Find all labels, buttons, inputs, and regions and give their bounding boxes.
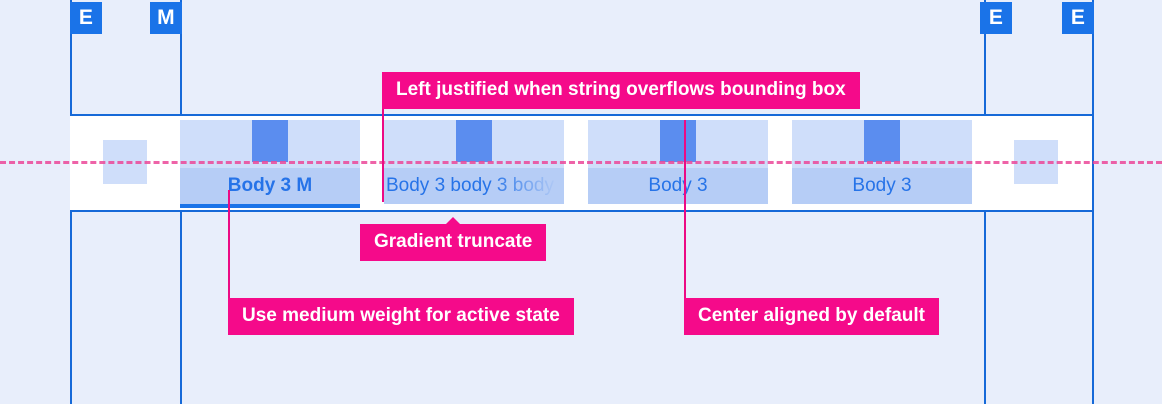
tab-active-indicator	[180, 204, 360, 208]
marker-margin-right: E	[980, 2, 1012, 34]
tab-label-3: Body 3	[648, 175, 708, 196]
vertical-center-guide	[0, 161, 1162, 164]
tab-label-zone-4: Body 3	[792, 168, 972, 204]
annotation-center-aligned: Center aligned by default	[684, 298, 939, 335]
tab-item-1[interactable]: Body 3 M	[180, 120, 360, 208]
annotation-medium-weight: Use medium weight for active state	[228, 298, 574, 335]
tab-item-2[interactable]: Body 3 body 3 body 3	[384, 120, 564, 204]
tab-icon-placeholder-4	[864, 120, 900, 162]
marker-edge-right: E	[1062, 2, 1094, 34]
leader-line-overflow	[382, 72, 384, 202]
annotation-overflow: Left justified when string overflows bou…	[382, 72, 860, 109]
marker-margin-left: M	[150, 2, 182, 34]
annotation-gradient-truncate: Gradient truncate	[360, 217, 547, 261]
annotation-gradient-truncate-label: Gradient truncate	[374, 231, 533, 252]
tab-label-4: Body 3	[852, 175, 912, 196]
tab-icon-zone-1	[180, 120, 360, 168]
tab-label-2: Body 3 body 3 body 3	[386, 175, 564, 196]
leader-line-center-aligned	[684, 120, 686, 302]
tab-item-4[interactable]: Body 3	[792, 120, 972, 204]
tab-label-zone-2: Body 3 body 3 body 3	[384, 168, 564, 204]
tab-icon-zone-4	[792, 120, 972, 168]
tab-icon-placeholder-1	[252, 120, 288, 162]
tab-label-1: Body 3 M	[227, 175, 313, 196]
marker-edge-left: E	[70, 2, 102, 34]
tab-strip: Body 3 M Body 3 body 3 body 3 Body 3 Bod…	[180, 120, 984, 208]
tab-label-zone-3: Body 3	[588, 168, 768, 204]
tab-icon-zone-3	[588, 120, 768, 168]
tab-icon-zone-2	[384, 120, 564, 168]
tab-item-3[interactable]: Body 3	[588, 120, 768, 204]
caret-icon	[445, 217, 462, 225]
tab-icon-placeholder-2	[456, 120, 492, 162]
tab-icon-placeholder-3	[660, 120, 696, 162]
tab-label-zone-1: Body 3 M	[180, 168, 360, 204]
guide-line-right-edge	[1092, 0, 1094, 404]
leader-line-medium-weight	[228, 190, 230, 302]
